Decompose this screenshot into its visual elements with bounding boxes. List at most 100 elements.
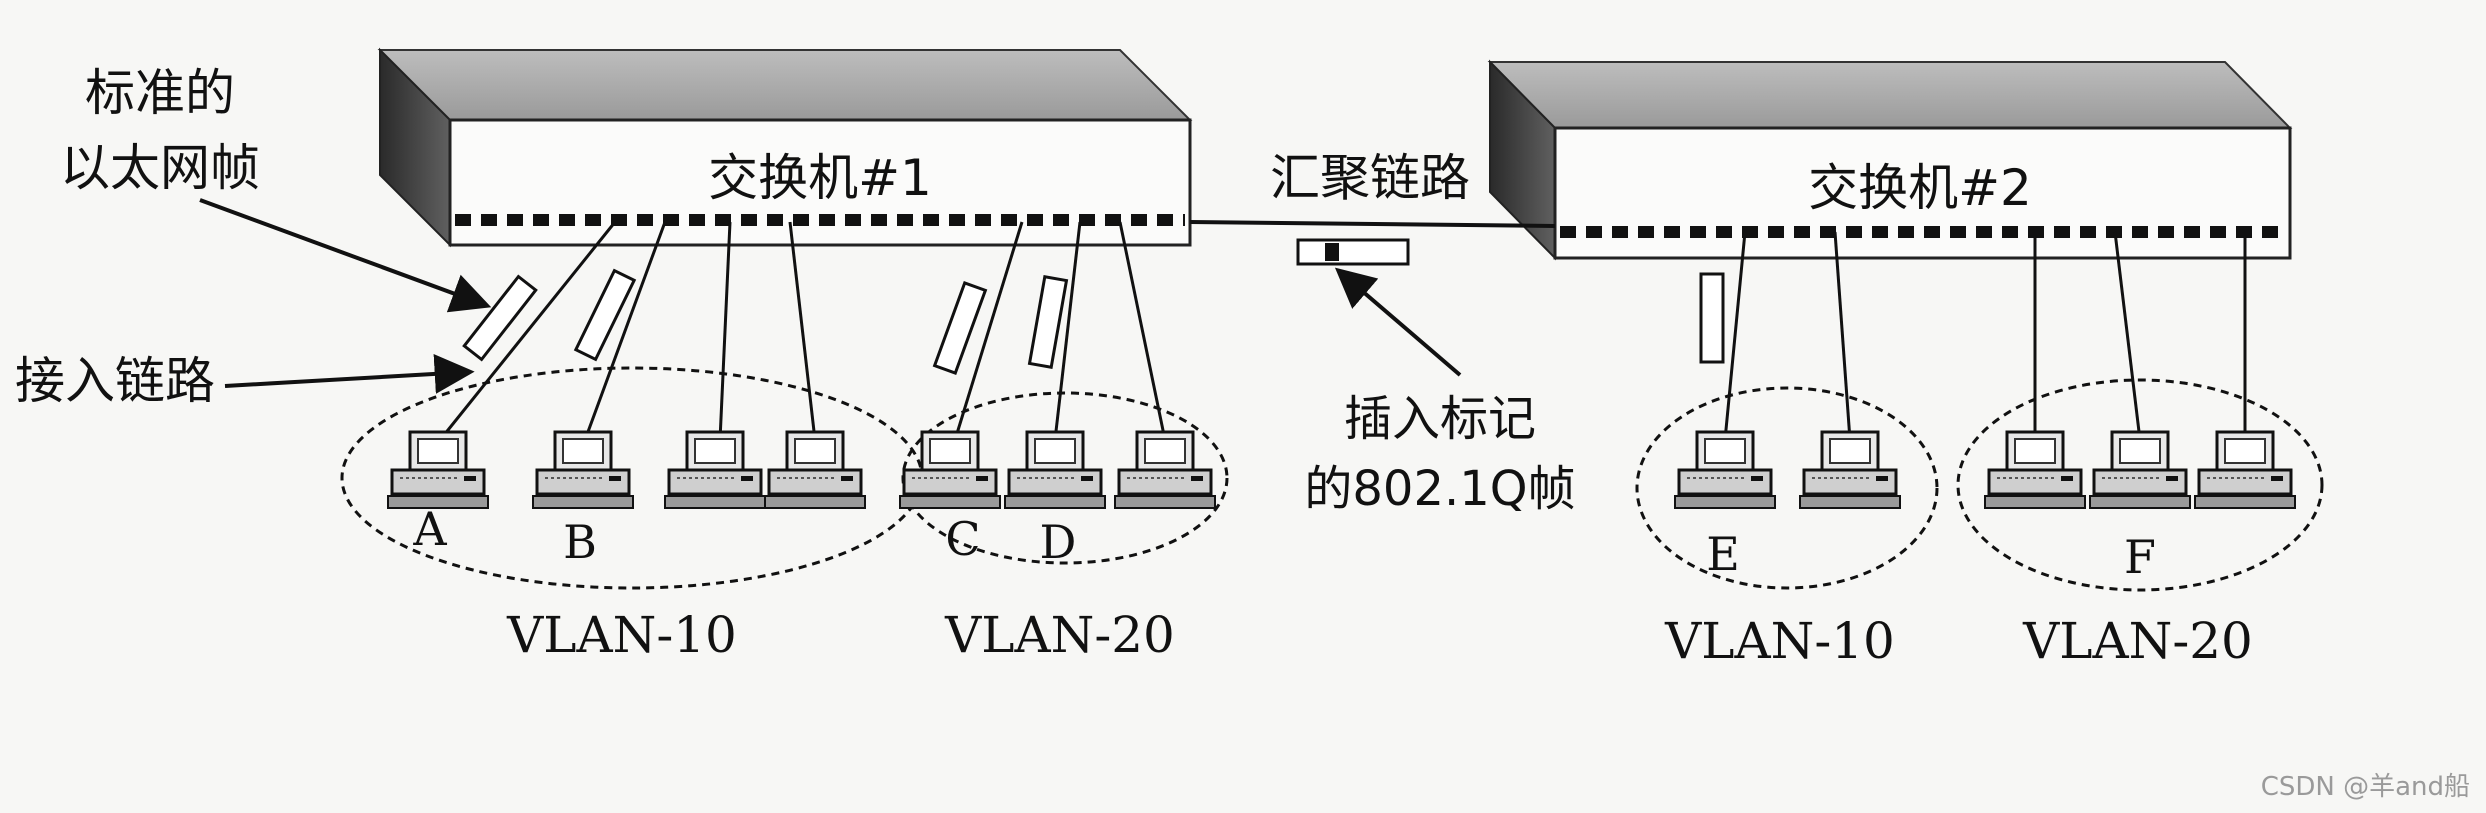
untagged-frames bbox=[462, 268, 1725, 376]
tag-arrow bbox=[1334, 267, 1462, 377]
vlan-group-right-10 bbox=[1635, 386, 1939, 590]
frame-5 bbox=[1699, 272, 1725, 364]
link-b bbox=[583, 221, 667, 441]
keyboard-icon bbox=[532, 495, 634, 509]
switch-2-top bbox=[1487, 61, 2293, 129]
cpu-unit-icon bbox=[2197, 468, 2293, 496]
drive-slot bbox=[609, 476, 621, 481]
link-a bbox=[438, 221, 617, 441]
host-computer bbox=[1114, 430, 1216, 509]
hosts bbox=[387, 430, 2296, 509]
screen bbox=[2119, 438, 2161, 464]
cpu-unit-icon bbox=[1802, 468, 1898, 496]
host-label-a: A bbox=[412, 502, 447, 556]
host-computer bbox=[764, 430, 866, 509]
standard-frame-arrow bbox=[199, 198, 492, 313]
cpu-unit-icon bbox=[902, 468, 998, 496]
keyboard-icon bbox=[1004, 495, 1106, 509]
drive-slot bbox=[464, 476, 476, 481]
cpu-unit-icon bbox=[1677, 468, 1773, 496]
link-f bbox=[2113, 231, 2142, 441]
access-link-arrow bbox=[224, 353, 475, 394]
host-label-f: F bbox=[2124, 530, 2156, 584]
standard-frame-label-line1: 标准的 bbox=[85, 64, 235, 122]
cpu-unit-icon bbox=[2092, 468, 2188, 496]
screen bbox=[1144, 438, 1186, 464]
host-computer bbox=[1984, 430, 2086, 509]
drive-slot bbox=[2271, 476, 2283, 481]
screen bbox=[1034, 438, 1076, 464]
frame-2 bbox=[573, 268, 637, 362]
keyboard-icon bbox=[664, 495, 766, 509]
host-computer bbox=[532, 430, 634, 509]
keyboard-icon bbox=[387, 495, 489, 509]
keyboard-icon bbox=[1984, 495, 2086, 509]
host-computer bbox=[664, 430, 766, 509]
tagged-frame bbox=[1296, 238, 1410, 266]
trunk-label: 汇聚链路 bbox=[1270, 149, 1470, 207]
frame-3 bbox=[932, 280, 988, 376]
keyboard-icon bbox=[1799, 495, 1901, 509]
vlan-label-right-20: VLAN-20 bbox=[2022, 612, 2253, 670]
drive-slot bbox=[2166, 476, 2178, 481]
watermark: CSDN @羊and船 bbox=[2261, 772, 2470, 802]
link-7 bbox=[1118, 221, 1167, 441]
host-label-b: B bbox=[563, 515, 597, 569]
vlan-label-left-10: VLAN-10 bbox=[506, 606, 737, 664]
vlan-label-left-20: VLAN-20 bbox=[944, 606, 1175, 664]
switch-1-top bbox=[377, 49, 1193, 121]
drive-slot bbox=[1081, 476, 1093, 481]
drive-slot bbox=[841, 476, 853, 481]
vlan-tag bbox=[1325, 243, 1339, 261]
drive-slot bbox=[1876, 476, 1888, 481]
callouts: 标准的 以太网帧 接入链路 bbox=[15, 64, 492, 410]
keyboard-icon bbox=[1114, 495, 1216, 509]
vlan-group-right-20 bbox=[1956, 378, 2324, 592]
screen bbox=[794, 438, 836, 464]
screen bbox=[694, 438, 736, 464]
switch-1-label: 交换机#1 bbox=[708, 149, 932, 207]
trunk-link: 汇聚链路 插入标记 的802.1Q帧 bbox=[1189, 149, 1576, 517]
keyboard-icon bbox=[2194, 495, 2296, 509]
switch-2-label: 交换机#2 bbox=[1808, 159, 2032, 217]
frame-1 bbox=[462, 274, 538, 362]
keyboard-icon bbox=[764, 495, 866, 509]
link-e bbox=[1723, 231, 1747, 441]
tag-note-line2: 的802.1Q帧 bbox=[1304, 461, 1575, 517]
host-label-e: E bbox=[1706, 527, 1740, 581]
cpu-unit-icon bbox=[767, 468, 863, 496]
cpu-unit-icon bbox=[1117, 468, 1213, 496]
standard-frame-label-line2: 以太网帧 bbox=[60, 139, 260, 197]
link-c bbox=[953, 221, 1024, 441]
link-3 bbox=[718, 221, 732, 441]
host-computer bbox=[1799, 430, 1901, 509]
screen bbox=[417, 438, 459, 464]
keyboard-icon bbox=[2089, 495, 2191, 509]
cpu-unit-icon bbox=[535, 468, 631, 496]
screen bbox=[929, 438, 971, 464]
access-link-label: 接入链路 bbox=[15, 352, 215, 410]
cpu-unit-icon bbox=[1987, 468, 2083, 496]
cpu-unit-icon bbox=[390, 468, 486, 496]
host-labels: A B C D E F bbox=[412, 502, 2156, 584]
host-computer bbox=[2089, 430, 2191, 509]
host-label-d: D bbox=[1040, 515, 1077, 569]
host-computer bbox=[899, 430, 1001, 509]
screen bbox=[1704, 438, 1746, 464]
host-computer bbox=[2194, 430, 2296, 509]
access-links bbox=[438, 221, 2247, 441]
vlan-labels: VLAN-10 VLAN-20 VLAN-10 VLAN-20 bbox=[506, 606, 2253, 670]
drive-slot bbox=[2061, 476, 2073, 481]
cpu-unit-icon bbox=[667, 468, 763, 496]
keyboard-icon bbox=[899, 495, 1001, 509]
link-d bbox=[1053, 221, 1082, 441]
cpu-unit-icon bbox=[1007, 468, 1103, 496]
host-label-c: C bbox=[945, 512, 980, 566]
screen bbox=[562, 438, 604, 464]
screen bbox=[2224, 438, 2266, 464]
drive-slot bbox=[1191, 476, 1203, 481]
screen bbox=[2014, 438, 2056, 464]
screen bbox=[1829, 438, 1871, 464]
